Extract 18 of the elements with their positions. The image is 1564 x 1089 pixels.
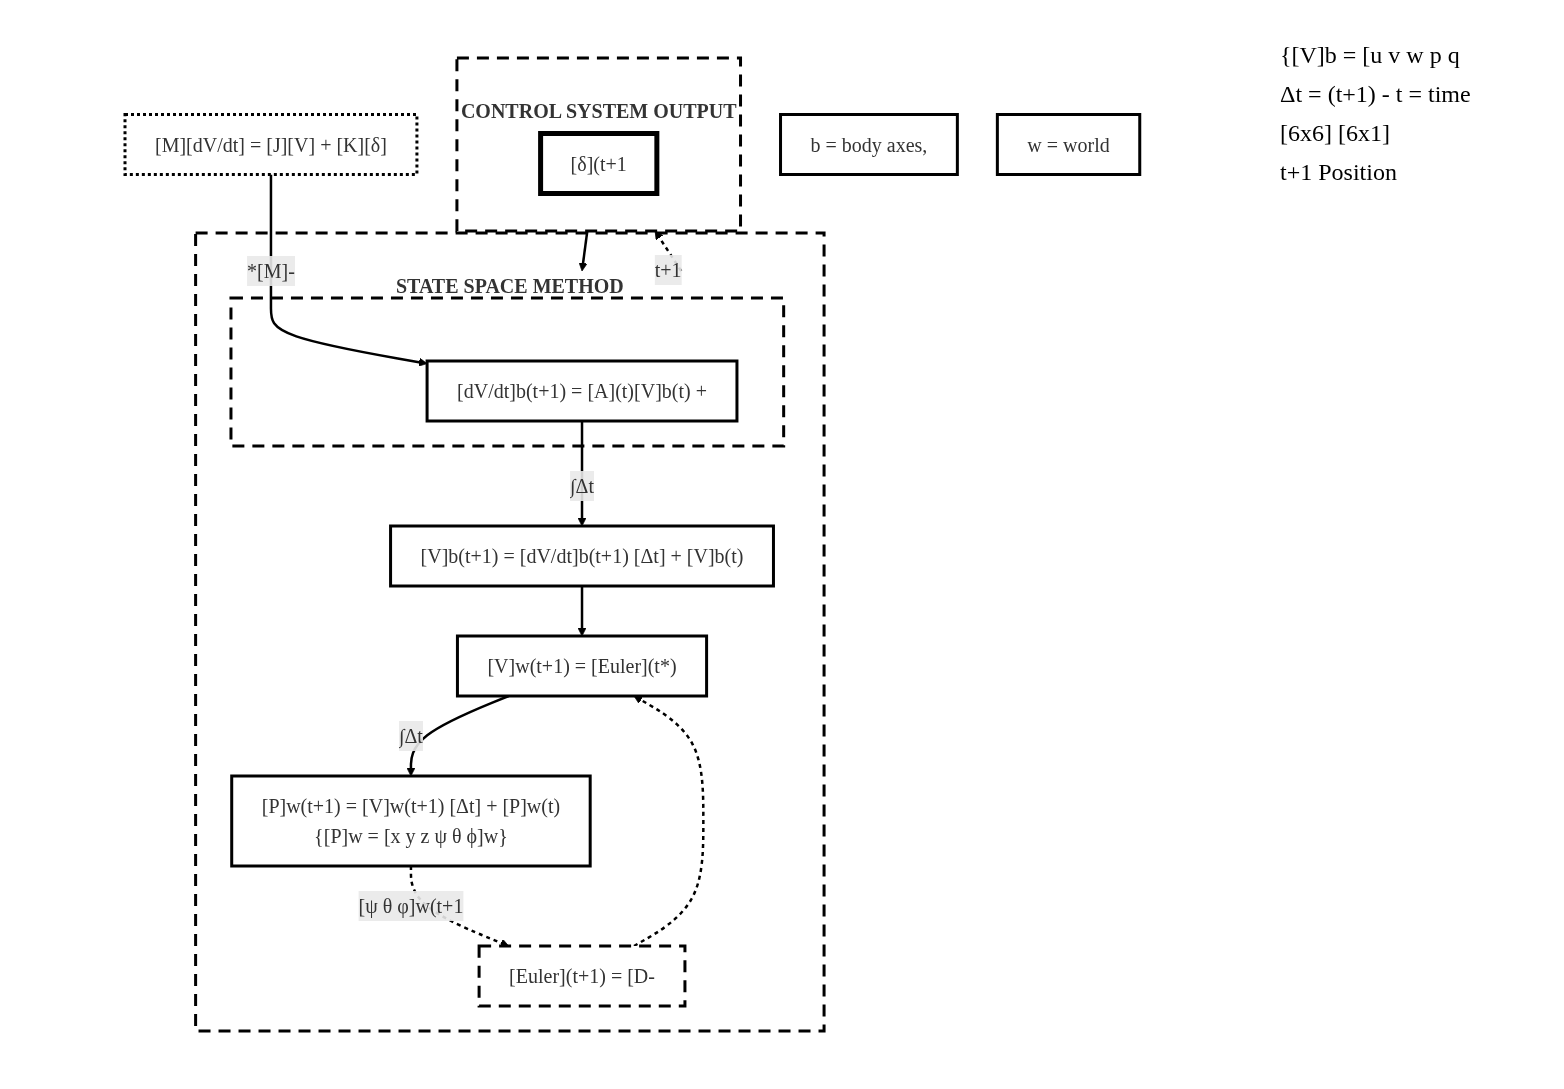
node-box: [M][dV/dt] = [J][V] + [K][δ] <box>123 113 419 176</box>
node-box: [V]w(t+1) = [Euler](t*) <box>455 634 708 698</box>
node-box: b = body axes, <box>778 113 959 176</box>
arrow <box>577 586 587 637</box>
note-text: t+1 Position <box>1280 159 1398 186</box>
node-box: [V]b(t+1) = [dV/dt]b(t+1) [Δt] + [V]b(t) <box>388 524 775 588</box>
node-box: [δ](t+1 <box>537 131 659 196</box>
node-box: [P]w(t+1) = [V]w(t+1) [Δt] + [P]w(t) {[P]w = [x y z ψ θ ϕ]w} <box>229 774 592 868</box>
note-text: Δt = (t+1) - t = time <box>1280 81 1472 108</box>
edge-label: *[M]- <box>246 260 295 282</box>
note-text: {[V]b = [u v w p q <box>1280 42 1461 69</box>
node-box: [Euler](t+1) = [D- <box>477 944 687 1008</box>
cluster <box>229 296 785 448</box>
edge-label: [ψ θ φ]w(t+1 <box>358 895 464 917</box>
node-box: [dV/dt]b(t+1) = [A](t)[V]b(t) + <box>425 359 739 423</box>
node-box: w = world <box>995 113 1141 176</box>
note-text: [6x6] [6x1] <box>1280 120 1391 147</box>
edge-label: t+1 <box>654 259 682 281</box>
